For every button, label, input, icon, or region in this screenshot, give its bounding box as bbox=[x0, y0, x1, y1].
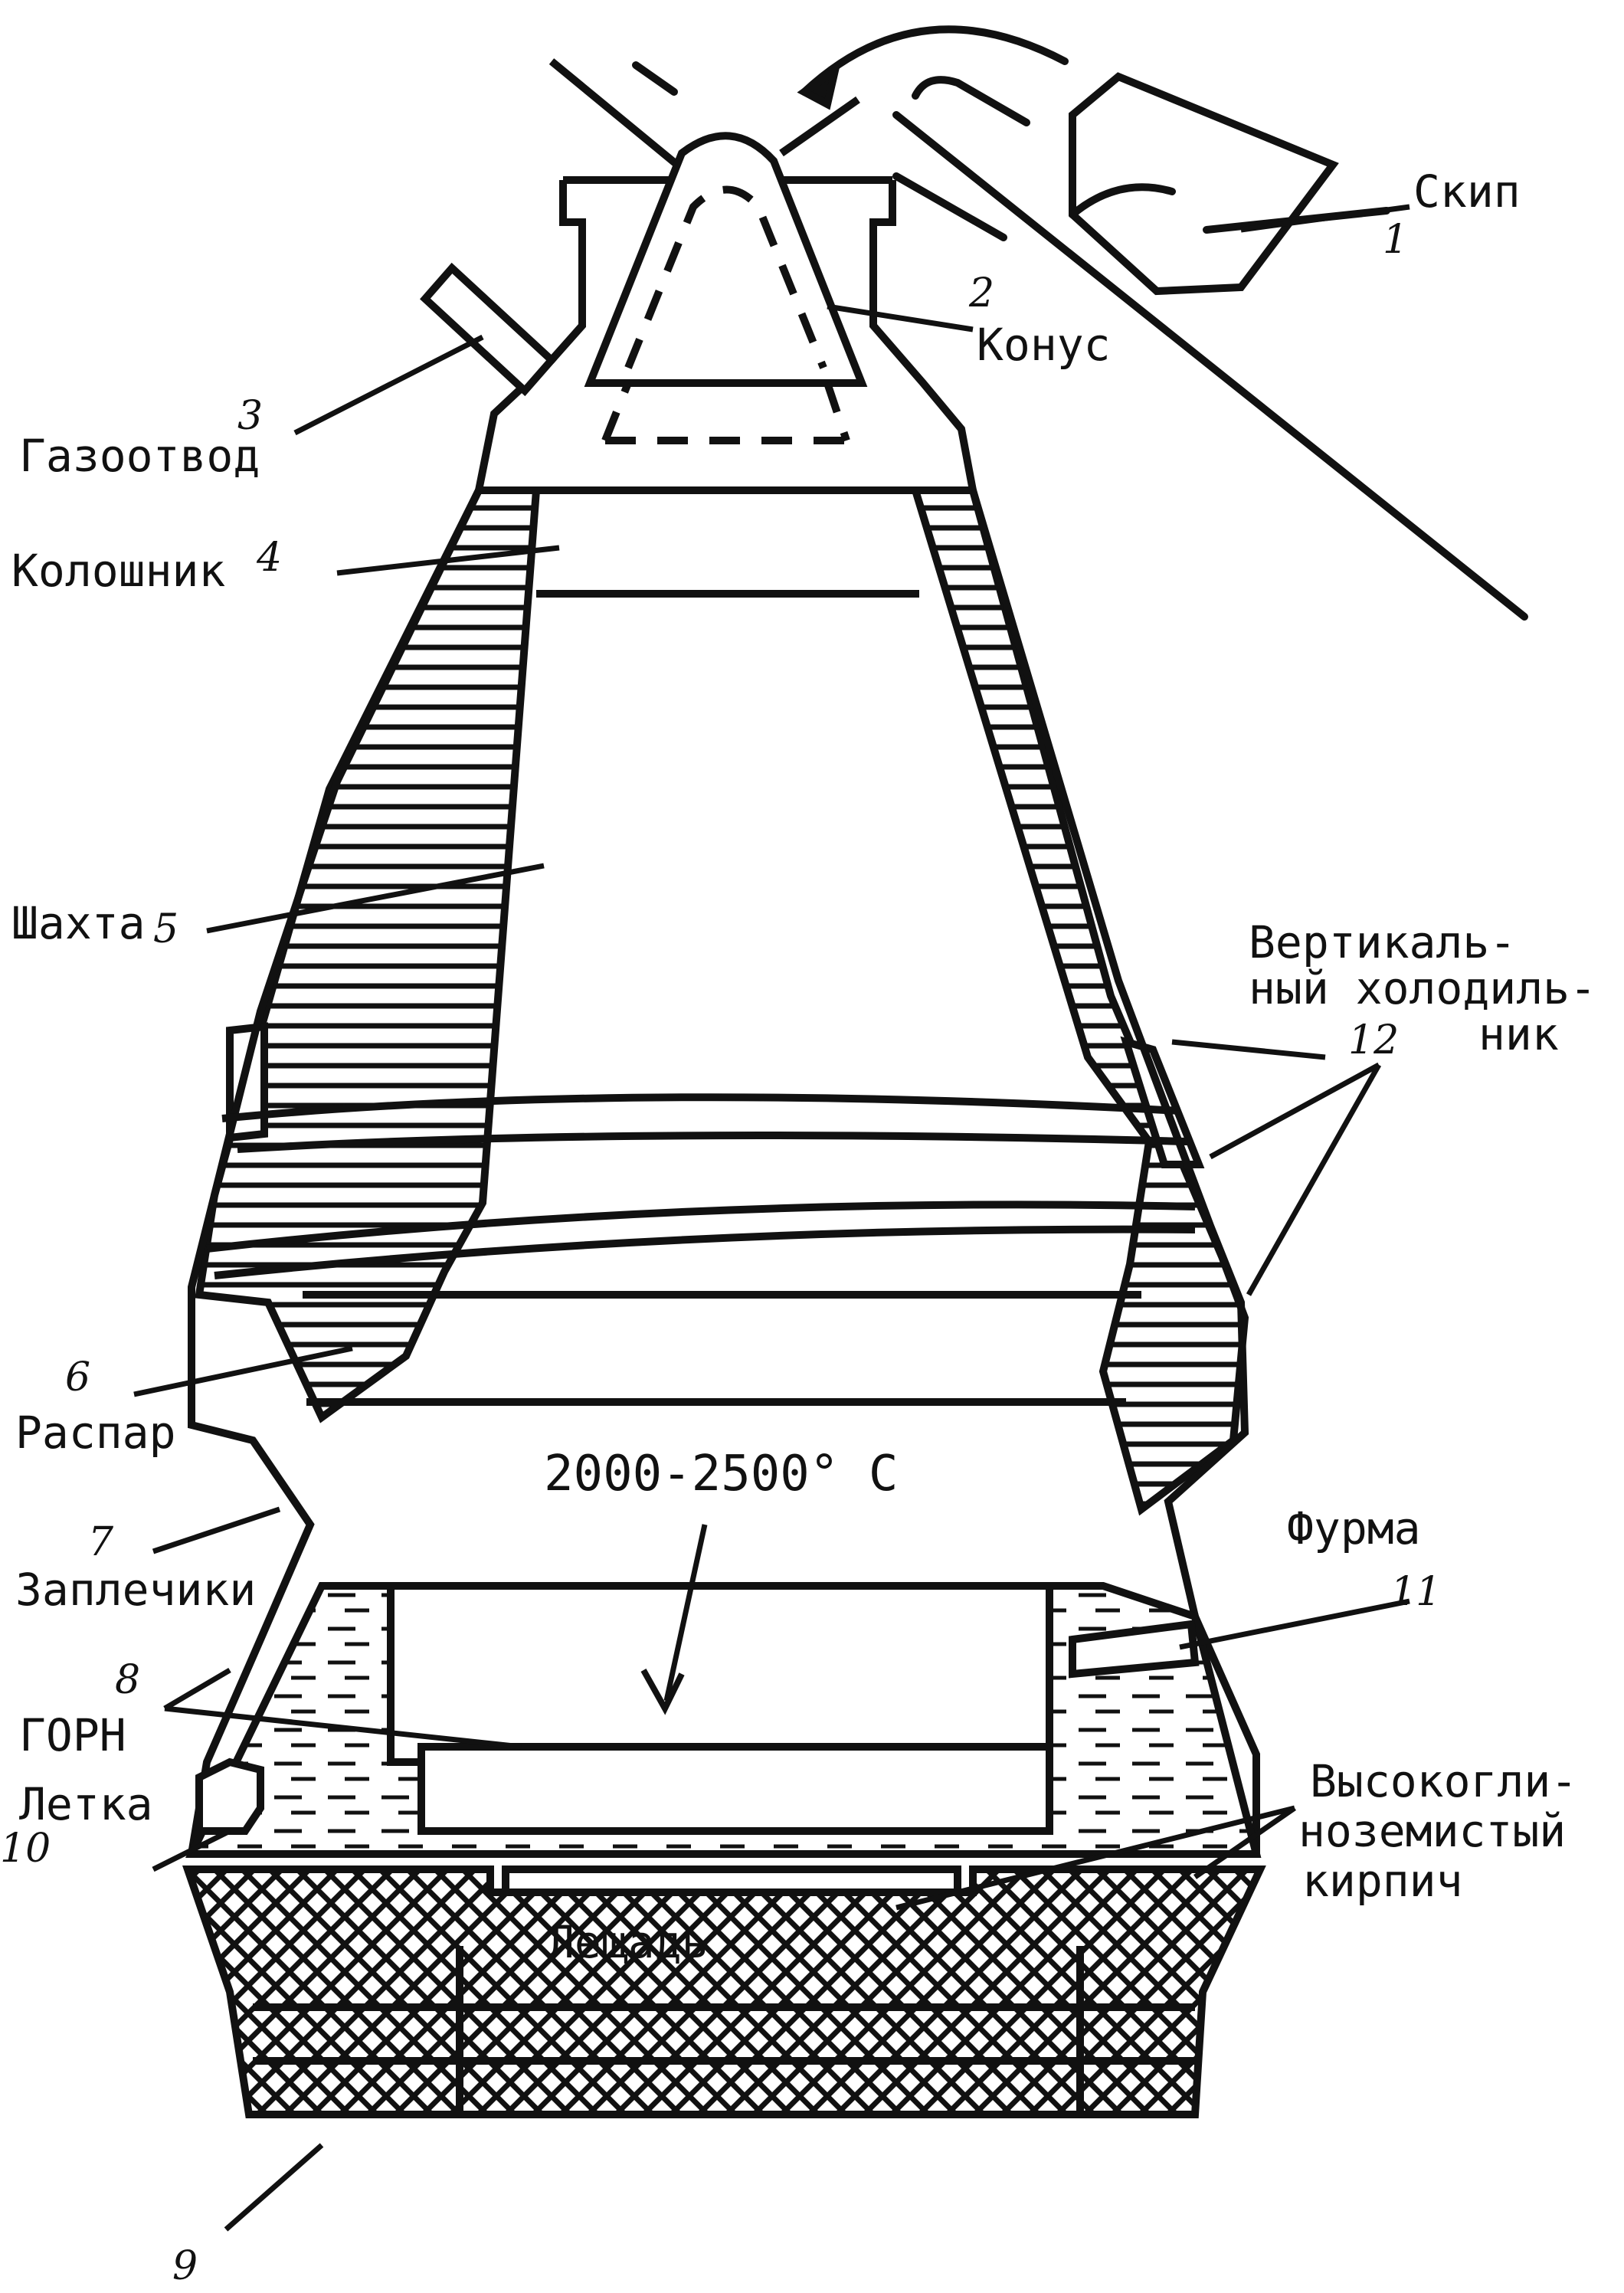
label-brick-1: Высокогли- bbox=[1310, 1755, 1577, 1807]
tuyere-pipe bbox=[1069, 1620, 1200, 1679]
leader-lines bbox=[133, 204, 1410, 2232]
number-4: 4 bbox=[256, 535, 282, 581]
right-brick-lining bbox=[910, 486, 1249, 1516]
label-bottom: Лещадь bbox=[548, 1916, 709, 1968]
part-numbers: 1 2 3 4 5 6 7 8 9 10 11 12 bbox=[0, 217, 1441, 2289]
furnace-walls bbox=[188, 486, 1260, 1855]
charging-cone bbox=[584, 132, 868, 387]
top-casing-right bbox=[869, 180, 977, 491]
label-bosh: Заплечики bbox=[15, 1564, 256, 1616]
label-hearth: ГОРН bbox=[19, 1709, 126, 1761]
number-5: 5 bbox=[153, 906, 178, 952]
label-cooler-2: ный холодиль- bbox=[1249, 962, 1596, 1014]
label-temperature: 2000-2500° С bbox=[544, 1446, 898, 1502]
left-brick-lining bbox=[195, 486, 541, 1423]
skip-rail-outer bbox=[892, 111, 1528, 621]
labels: Скип Конус Газоотвод Колошник Шахта Верт… bbox=[11, 165, 1596, 1968]
skip-bucket bbox=[1069, 72, 1339, 296]
number-11: 11 bbox=[1390, 1569, 1441, 1615]
number-12: 12 bbox=[1348, 1017, 1399, 1063]
label-cooler-1: Вертикаль- bbox=[1249, 916, 1516, 968]
taphole-plug bbox=[195, 1757, 264, 1835]
label-skip: Скип bbox=[1413, 165, 1521, 218]
label-taphole: Летка bbox=[19, 1778, 153, 1830]
label-brick-3: кирпич bbox=[1302, 1855, 1463, 1907]
top-diagonal-line bbox=[548, 58, 685, 172]
trajectory-arrowhead bbox=[797, 61, 841, 110]
hearth bbox=[185, 1582, 1262, 1858]
label-brick-2: ноземистый bbox=[1298, 1805, 1566, 1857]
label-cooler-3: ник bbox=[1478, 1008, 1559, 1060]
number-7: 7 bbox=[88, 1519, 114, 1565]
label-tuyere: Фурма bbox=[1287, 1502, 1421, 1554]
top-casing-left bbox=[475, 180, 586, 491]
number-2: 2 bbox=[968, 270, 994, 316]
number-10: 10 bbox=[0, 1826, 51, 1872]
skip-bucket-rim bbox=[1069, 183, 1176, 218]
label-gas-outlet: Газоотвод bbox=[19, 430, 260, 482]
gas-outlet-pipe bbox=[420, 262, 557, 397]
outer-casing-left bbox=[188, 488, 483, 1855]
skip-rail-inner bbox=[892, 172, 1007, 241]
label-cone: Конус bbox=[977, 319, 1111, 371]
number-6: 6 bbox=[65, 1355, 90, 1400]
label-bosh-widest: Распар bbox=[15, 1407, 176, 1459]
label-shaft: Шахта bbox=[11, 897, 146, 949]
skip-rail-bend bbox=[912, 76, 1030, 126]
number-3: 3 bbox=[237, 393, 263, 439]
furnace-base bbox=[182, 1866, 1266, 2118]
number-1: 1 bbox=[1383, 217, 1408, 263]
label-top: Колошник bbox=[11, 545, 225, 597]
outer-casing-right bbox=[969, 489, 1260, 1854]
number-8: 8 bbox=[115, 1657, 140, 1703]
furnace-top bbox=[420, 58, 977, 491]
number-9: 9 bbox=[172, 2243, 198, 2289]
